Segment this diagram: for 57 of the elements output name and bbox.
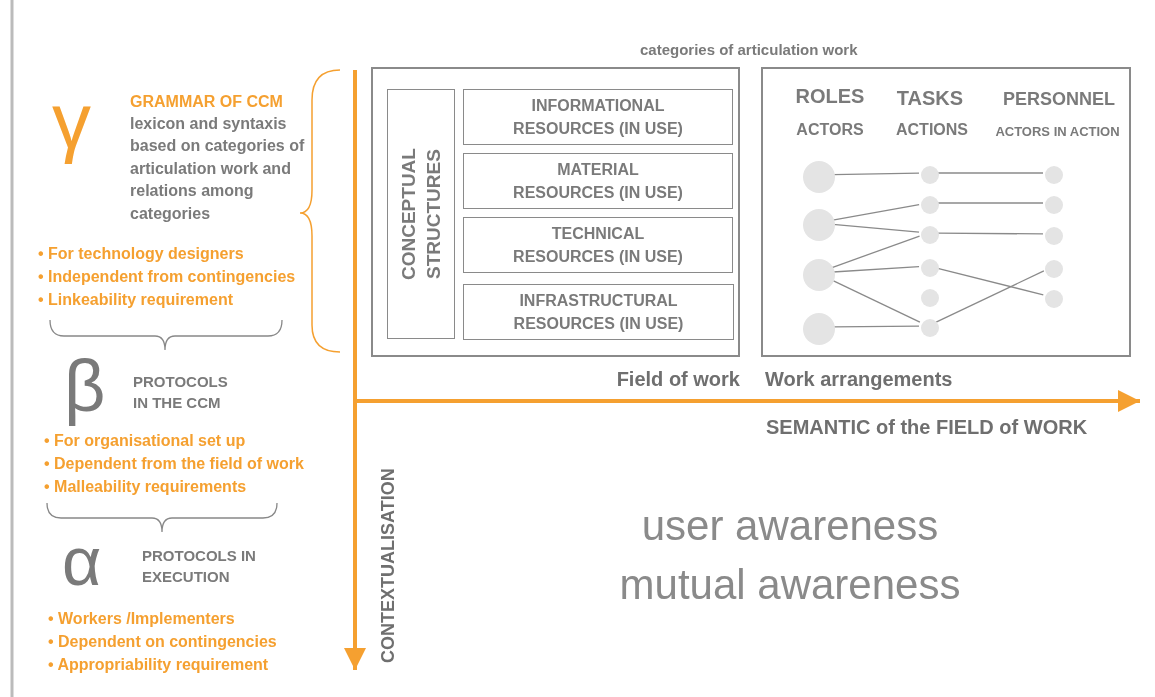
resource-box	[463, 284, 734, 340]
circle-node	[803, 313, 835, 345]
circle-node	[921, 319, 939, 337]
conceptual-structures-box	[387, 89, 455, 339]
connector-line	[831, 235, 921, 269]
column-subheading: ACTIONS	[895, 121, 969, 139]
circle-node	[921, 289, 939, 307]
column-subheading: ACTORS	[795, 121, 865, 139]
field-of-work-frame	[371, 67, 740, 357]
bullet-item: • Malleability requirements	[44, 477, 247, 497]
bullet-item: • Appropriability requirement	[48, 655, 269, 675]
bullet-item: • Dependent on contingencies	[48, 632, 277, 652]
column-heading: PERSONNEL	[1003, 89, 1113, 110]
circle-node	[921, 166, 939, 184]
box-label: TECHNICAL RESOURCES (IN USE)	[512, 224, 684, 267]
section-heading: GRAMMAR OF CCM	[130, 92, 284, 112]
connector-line	[935, 270, 1045, 323]
greek-letter: α	[62, 527, 103, 595]
bullet-item: • Linkeability requirement	[38, 290, 233, 310]
section-caption: Work arrangements	[765, 368, 954, 391]
bullet-item: • Dependent from the field of work	[44, 454, 304, 474]
bullet-item: • For organisational set up	[44, 431, 246, 451]
bullet-item: • For technology designers	[38, 244, 244, 264]
section-heading: PROTOCOLS IN EXECUTION	[142, 546, 257, 587]
circle-node	[803, 259, 835, 291]
work-arrangements-frame	[761, 67, 1131, 357]
awareness-text: mutual awareness	[618, 560, 962, 610]
column-heading: ROLES	[794, 85, 866, 108]
resource-box	[463, 217, 733, 273]
section-heading: PROTOCOLS IN THE CCM	[133, 372, 229, 413]
axis-label: SEMANTIC of the FIELD of WORK	[766, 415, 1089, 440]
axis-label: CONTEXTUALISATION	[377, 467, 399, 663]
circle-node	[1045, 260, 1063, 278]
circle-node	[1045, 196, 1063, 214]
circle-node	[1045, 290, 1063, 308]
chart-heading: categories of articulation work	[640, 40, 859, 60]
resource-box	[463, 153, 733, 209]
box-label: INFORMATIONAL RESOURCES (IN USE)	[512, 96, 684, 139]
column-heading: TASKS	[895, 87, 965, 110]
resource-box	[463, 89, 733, 145]
circle-node	[803, 161, 835, 193]
section-caption: Field of work	[615, 368, 740, 391]
connector-line	[832, 203, 920, 221]
circle-node	[921, 259, 939, 277]
circle-node	[921, 196, 939, 214]
box-label: CONCEPTUAL STRUCTURES	[397, 147, 445, 282]
circle-node	[1045, 227, 1063, 245]
column-subheading: ACTORS IN ACTION	[995, 124, 1120, 139]
circle-node	[803, 209, 835, 241]
bullet-item: • Independent from contingencies	[38, 267, 296, 287]
box-label: INFRASTRUCTURAL RESOURCES (IN USE)	[512, 291, 685, 334]
circle-node	[1045, 166, 1063, 184]
awareness-text: user awareness	[640, 501, 940, 551]
circle-node	[921, 226, 939, 244]
description-text: lexicon and syntaxis based on categories of articulation work and relations among categories	[130, 114, 306, 224]
bullet-item: • Workers /Implementers	[48, 609, 235, 629]
box-label: MATERIAL RESOURCES (IN USE)	[512, 160, 684, 203]
